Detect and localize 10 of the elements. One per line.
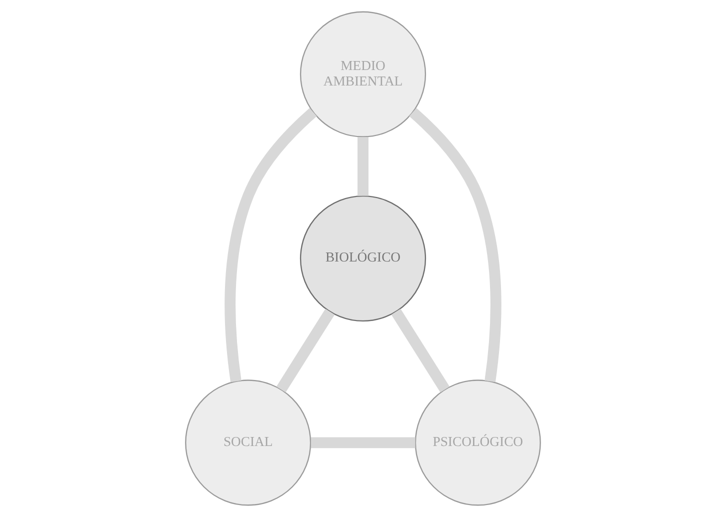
connector (310, 437, 416, 448)
node-circle: BIOLÓGICO (300, 195, 426, 322)
node-circle: MEDIO AMBIENTAL (300, 11, 426, 138)
node-circle: SOCIAL (185, 380, 312, 506)
connector (358, 136, 368, 196)
connector (224, 108, 317, 382)
connector (409, 108, 502, 382)
node-circle: PSICOLÓGICO (414, 380, 541, 506)
connector (276, 308, 335, 392)
connector (391, 308, 450, 392)
